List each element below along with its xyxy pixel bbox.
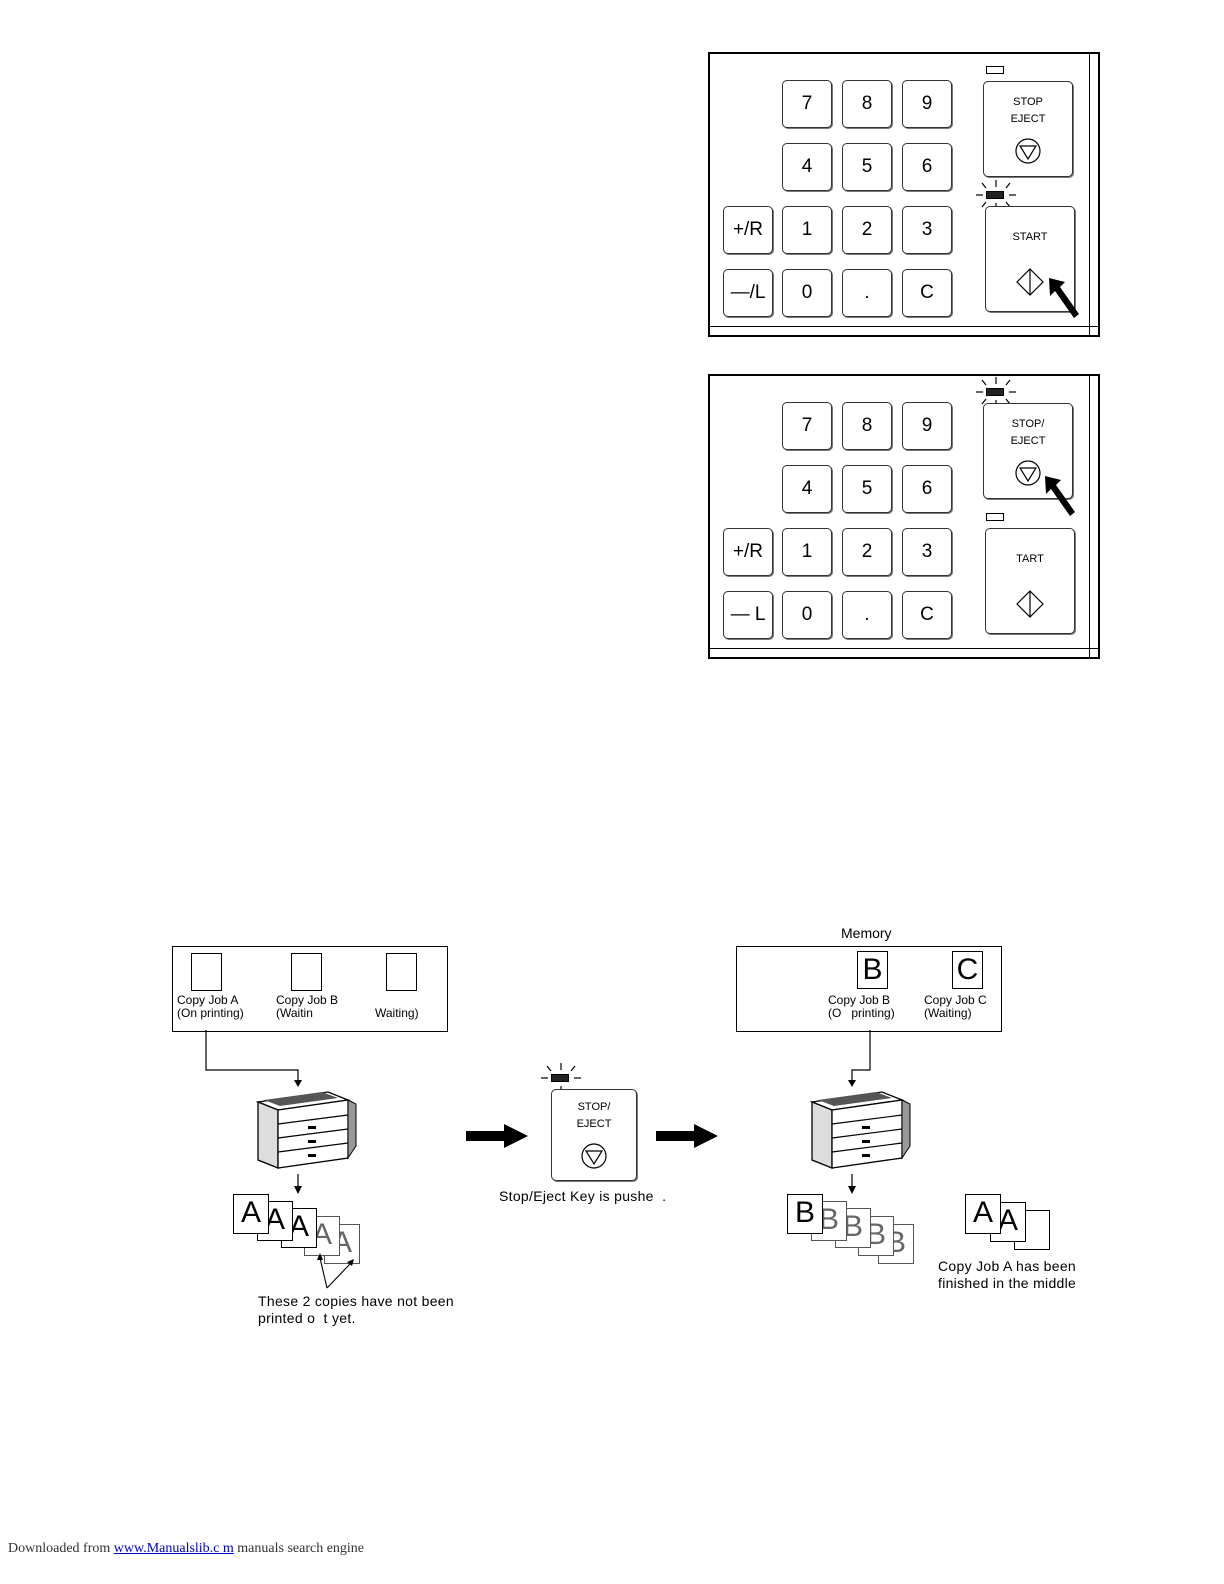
key-9[interactable]: 9 — [902, 80, 952, 128]
panel-edge — [1089, 54, 1090, 335]
job-to-copier-connector — [848, 1030, 871, 1087]
job-b-slot — [291, 953, 322, 991]
key-1[interactable]: 1 — [782, 528, 832, 576]
stop-eject-key[interactable]: STOP/ EJECT — [551, 1089, 637, 1181]
job-b-caption: Copy Job B (Waitin — [276, 993, 339, 1020]
key-6[interactable]: 6 — [902, 465, 952, 513]
key-plus-r[interactable]: +/R — [723, 528, 773, 576]
eject-label: EJECT — [1010, 113, 1046, 125]
pointer-lines — [317, 1253, 354, 1289]
stop-label: STOP/ — [1011, 418, 1045, 430]
copy-sheet: B — [858, 1216, 894, 1256]
key-8[interactable]: 8 — [842, 80, 892, 128]
job-c-slot: C — [952, 951, 983, 989]
key-6[interactable]: 6 — [902, 143, 952, 191]
start-diamond-icon — [1016, 590, 1044, 618]
key-plus-r[interactable]: +/R — [723, 206, 773, 254]
key-dot[interactable]: . — [842, 269, 892, 317]
eject-label: EJECT — [1010, 435, 1046, 447]
copy-sheet: A — [233, 1194, 269, 1234]
key-minus-l[interactable]: —/L — [723, 269, 773, 317]
pointer-arrow-icon — [1049, 278, 1079, 318]
key-0[interactable]: 0 — [782, 591, 832, 639]
key-0[interactable]: 0 — [782, 269, 832, 317]
output-arrow-icon — [294, 1174, 302, 1194]
start-indicator-lamp-lit — [986, 191, 1004, 199]
key-7[interactable]: 7 — [782, 80, 832, 128]
keypad-panel-stop-pressed: 7 8 9 4 5 6 +/R 1 2 3 — L 0 . C STOP/ EJ… — [708, 374, 1100, 659]
stop-indicator-lamp-lit — [551, 1074, 569, 1082]
stop-triangle-icon — [1015, 460, 1041, 486]
copy-sheet: A — [281, 1208, 317, 1248]
stop-indicator-lamp-lit — [986, 388, 1004, 396]
manualslib-link[interactable]: www.Manualslib.c m — [113, 1541, 234, 1556]
output-arrow-icon — [848, 1174, 856, 1194]
key-4[interactable]: 4 — [782, 143, 832, 191]
key-9[interactable]: 9 — [902, 402, 952, 450]
stop-triangle-icon — [1015, 138, 1041, 164]
key-2[interactable]: 2 — [842, 528, 892, 576]
key-4[interactable]: 4 — [782, 465, 832, 513]
job-b-slot: B — [857, 951, 888, 989]
key-clear[interactable]: C — [902, 269, 952, 317]
flow-arrow-icon — [466, 1124, 528, 1148]
start-label: TART — [1016, 553, 1044, 565]
job-c-caption: Copy Job C (Waiting) — [924, 993, 987, 1020]
key-5[interactable]: 5 — [842, 143, 892, 191]
memory-label: Memory — [841, 925, 892, 941]
copy-sheet: B — [787, 1194, 823, 1234]
copier-icon — [255, 1091, 357, 1169]
job-b-caption: Copy Job B (O printing) — [828, 993, 895, 1020]
start-diamond-icon — [1016, 268, 1044, 296]
eject-label: EJECT — [576, 1118, 612, 1130]
start-indicator-lamp — [986, 513, 1004, 521]
key-dot[interactable]: . — [842, 591, 892, 639]
stop-eject-key[interactable]: STOP EJECT — [983, 81, 1073, 177]
finished-note: Copy Job A has been finished in the midd… — [938, 1258, 1077, 1291]
key-1[interactable]: 1 — [782, 206, 832, 254]
footer-suffix: manuals search engine — [233, 1541, 365, 1556]
key-8[interactable]: 8 — [842, 402, 892, 450]
start-label: START — [1012, 231, 1048, 243]
flow-arrow-icon — [656, 1124, 718, 1148]
not-printed-note: These 2 copies have not been printed o t… — [258, 1293, 454, 1326]
key-clear[interactable]: C — [902, 591, 952, 639]
key-3[interactable]: 3 — [902, 528, 952, 576]
job-a-caption: Copy Job A (On printing) — [177, 993, 244, 1020]
copy-sheet: A — [965, 1194, 1001, 1234]
stop-indicator-lamp — [986, 66, 1004, 74]
panel-edge — [710, 326, 1098, 327]
stop-label: STOP — [1013, 96, 1043, 108]
job-c-slot — [386, 953, 417, 991]
key-3[interactable]: 3 — [902, 206, 952, 254]
footer: Downloaded from www.Manualslib.c m manua… — [8, 1541, 364, 1557]
stop-triangle-icon — [581, 1143, 607, 1169]
stop-eject-caption: Stop/Eject Key is pushe . — [499, 1188, 667, 1204]
job-to-copier-connector — [205, 1030, 302, 1087]
panel-edge — [1089, 376, 1090, 657]
lamp-glow-icon — [541, 1063, 581, 1092]
keypad-panel-start-pressed: 7 8 9 4 5 6 +/R 1 2 3 —/L 0 . C STOP EJE… — [708, 52, 1100, 337]
key-minus-l[interactable]: — L — [723, 591, 773, 639]
key-5[interactable]: 5 — [842, 465, 892, 513]
panel-edge — [710, 648, 1098, 649]
job-queue-before: Copy Job A (On printing) Copy Job B (Wai… — [172, 946, 448, 1032]
copier-icon — [809, 1091, 911, 1169]
stop-label: STOP/ — [577, 1101, 611, 1113]
start-key[interactable]: TART — [985, 528, 1075, 634]
job-c-caption: Waiting) — [375, 1006, 419, 1020]
copy-sheet: B — [835, 1208, 871, 1248]
key-7[interactable]: 7 — [782, 402, 832, 450]
job-queue-after: B C Copy Job B (O printing) Copy Job C (… — [736, 946, 1002, 1032]
job-a-slot — [191, 953, 222, 991]
footer-prefix: Downloaded from — [8, 1541, 114, 1556]
pointer-arrow-icon — [1045, 476, 1075, 516]
key-2[interactable]: 2 — [842, 206, 892, 254]
